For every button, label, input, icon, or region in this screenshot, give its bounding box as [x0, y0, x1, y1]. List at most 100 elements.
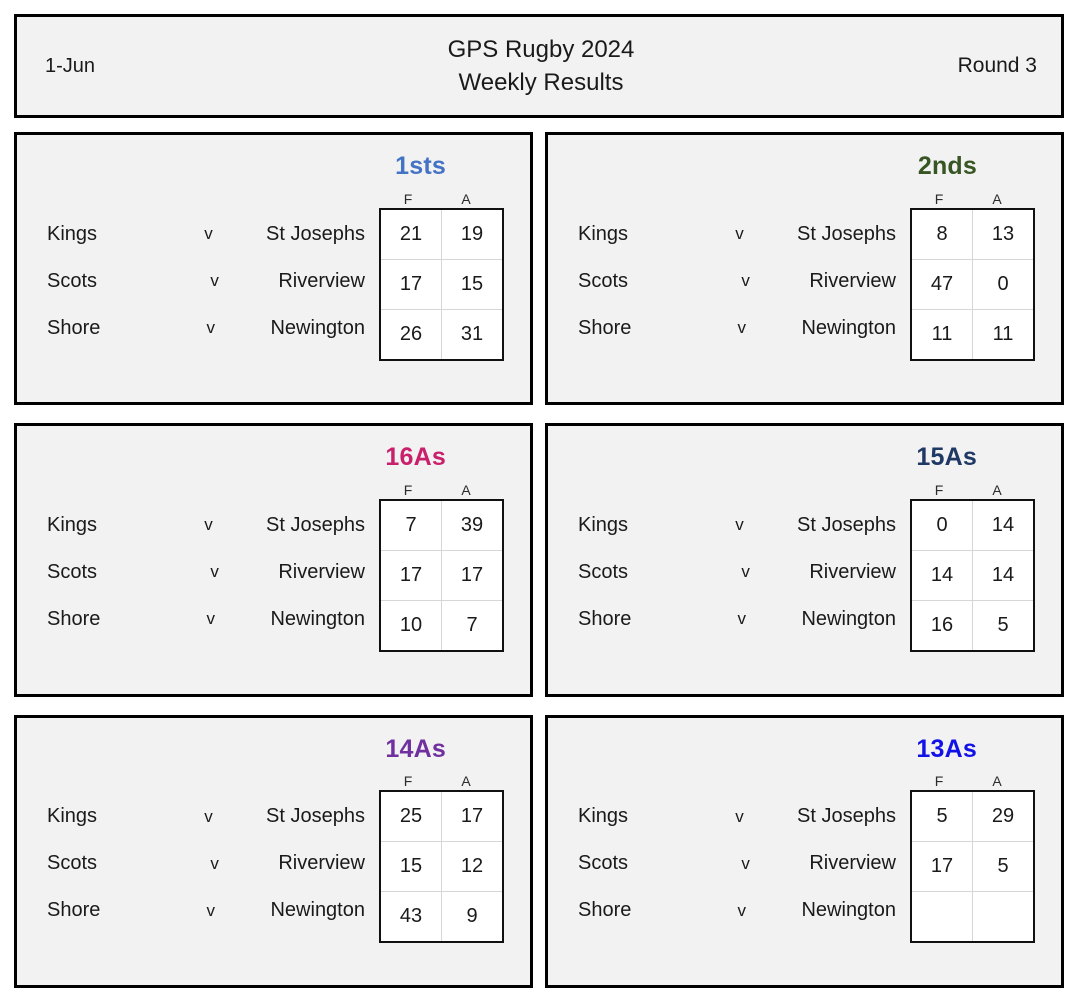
grade-title: 13As — [916, 734, 977, 763]
score-against[interactable] — [972, 891, 1035, 943]
score-for[interactable]: 10 — [379, 599, 442, 652]
home-team: Scots — [47, 852, 98, 875]
home-team: Scots — [47, 560, 98, 583]
fixture-row: Scots v Riverview — [47, 840, 379, 887]
score-for[interactable]: 43 — [379, 891, 442, 943]
versus-label: v — [741, 562, 750, 582]
score-row — [910, 891, 1035, 943]
column-header-against: A — [461, 773, 471, 790]
versus-label: v — [737, 900, 746, 920]
away-team: St Josephs — [266, 513, 365, 536]
score-for[interactable]: 11 — [910, 308, 973, 360]
versus-label: v — [206, 318, 215, 337]
away-team: Riverview — [278, 269, 365, 292]
score-for[interactable]: 21 — [379, 208, 442, 260]
versus-label: v — [737, 318, 746, 337]
score-against[interactable]: 5 — [972, 841, 1035, 893]
score-for[interactable]: 17 — [910, 841, 973, 893]
score-for[interactable]: 47 — [910, 258, 973, 310]
score-against[interactable]: 14 — [972, 499, 1035, 551]
score-against[interactable]: 0 — [972, 258, 1035, 310]
score-for[interactable]: 0 — [910, 499, 973, 551]
versus-label: v — [210, 853, 219, 873]
versus-label: v — [210, 271, 219, 290]
score-against[interactable]: 9 — [441, 891, 504, 943]
home-team: Kings — [578, 805, 629, 828]
column-header-against: A — [461, 481, 471, 498]
score-against[interactable]: 17 — [441, 549, 504, 601]
home-team: Kings — [47, 805, 98, 828]
score-against[interactable]: 17 — [441, 790, 504, 843]
away-team: Riverview — [278, 560, 365, 583]
versus-label: v — [741, 271, 750, 290]
score-against[interactable]: 39 — [441, 499, 504, 551]
column-header-against: A — [461, 190, 471, 207]
away-team: Riverview — [809, 269, 896, 292]
score-against[interactable]: 14 — [972, 549, 1035, 601]
score-for[interactable]: 26 — [379, 308, 442, 360]
score-for[interactable]: 17 — [379, 549, 442, 601]
score-for[interactable]: 7 — [379, 499, 442, 551]
score-against[interactable]: 12 — [441, 841, 504, 893]
score-for[interactable] — [910, 891, 973, 943]
score-against[interactable]: 29 — [972, 790, 1035, 843]
away-team: St Josephs — [797, 805, 896, 828]
score-for[interactable]: 8 — [910, 208, 973, 260]
score-for[interactable]: 15 — [379, 841, 442, 893]
score-for[interactable]: 16 — [910, 599, 973, 652]
away-team: Newington — [801, 607, 896, 630]
score-against[interactable]: 19 — [441, 208, 504, 260]
home-team: Shore — [578, 899, 632, 922]
away-team: Riverview — [278, 852, 365, 875]
away-team: St Josephs — [266, 805, 365, 828]
score-against[interactable]: 11 — [972, 308, 1035, 360]
score-against[interactable]: 15 — [441, 258, 504, 310]
away-team: Riverview — [809, 852, 896, 875]
score-for[interactable]: 14 — [910, 549, 973, 601]
score-against[interactable]: 31 — [441, 308, 504, 360]
column-header-against: A — [992, 190, 1002, 207]
grade-title: 16As — [385, 443, 446, 472]
home-team: Scots — [578, 269, 629, 292]
column-header-for: F — [403, 190, 413, 207]
away-team: Newington — [801, 316, 896, 339]
column-header-for: F — [403, 481, 413, 498]
versus-label: v — [204, 515, 213, 535]
score-for[interactable]: 25 — [379, 790, 442, 843]
score-against[interactable]: 5 — [972, 599, 1035, 652]
column-header-against: A — [992, 773, 1002, 790]
score-for[interactable]: 17 — [379, 258, 442, 310]
score-for[interactable]: 5 — [910, 790, 973, 843]
score-against[interactable]: 7 — [441, 599, 504, 652]
score-against[interactable]: 13 — [972, 208, 1035, 260]
